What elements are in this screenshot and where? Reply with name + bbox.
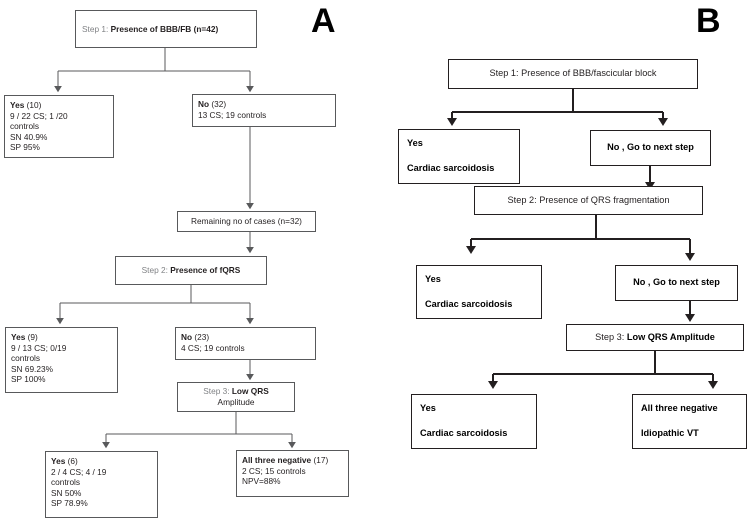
step-text: Presence of BBB/fascicular block [518,68,657,79]
step-label: Step 3: [595,331,625,342]
node-a-step3: Step 3: Low QRS Amplitude [177,382,295,412]
step-label: Step 2: [141,265,168,276]
node-line: 2 / 4 CS; 4 / 19 [51,466,107,477]
node-line-strong: Yes [10,100,25,110]
node-a-step3-text: Step 3: Low QRS [203,386,268,397]
node-line: Cardiac sarcoidosis [425,298,513,309]
node-line-strong: Yes [51,456,66,466]
node-a-step2: Step 2: Presence of fQRS [115,256,267,285]
node-line: Yes (10) [10,100,108,111]
step-label: Step 1: [489,68,519,79]
node-b-yes1: Yes Cardiac sarcoidosis [398,129,520,184]
node-line: SP 95% [10,142,40,153]
node-a-step1-text: Step 1: Presence of BBB/FB (n=42) [82,24,218,35]
node-b-all-negative: All three negative Idiopathic VT [632,394,747,449]
node-line: 2 CS; 15 controls [242,465,306,476]
node-a-no32: No (32) 13 CS; 19 controls [192,94,336,127]
node-line: 9 / 22 CS; 1 /20 [10,110,68,121]
node-line: No , Go to next step [607,142,694,153]
node-line: No (32) [198,99,330,110]
node-b-step2: Step 2: Presence of QRS fragmentation [474,186,703,215]
node-line-rest: (17) [311,455,329,465]
step-text: Low QRS Amplitude [624,331,715,342]
step-label: Step 1: [82,23,109,34]
node-line: SN 50% [51,487,82,498]
node-line-strong: All three negative [242,455,312,465]
node-line-strong: No [198,99,210,109]
node-a-yes10: Yes (10) 9 / 22 CS; 1 /20 controls SN 40… [4,95,114,158]
step-text: Presence of fQRS [167,265,241,276]
node-line-rest: (9) [25,332,38,342]
node-line-strong: Yes [11,332,26,342]
step-text: Presence of QRS fragmentation [536,194,670,205]
step-label: Step 2: [507,194,537,205]
node-line: Yes [425,273,441,284]
node-a-yes9: Yes (9) 9 / 13 CS; 0/19 controls SN 69.2… [5,327,118,393]
node-line: Remaining no of cases (n=32) [191,216,302,227]
node-line: NPV=88% [242,476,281,487]
node-b-step1: Step 1: Presence of BBB/fascicular block [448,59,698,89]
node-line: controls [11,353,41,364]
node-b-step3: Step 3: Low QRS Amplitude [566,324,744,351]
node-b-step2-text: Step 2: Presence of QRS fragmentation [508,195,670,207]
node-a-remaining: Remaining no of cases (n=32) [177,211,316,232]
node-a-step3-line2: Amplitude [217,397,255,407]
panel-letter-a: A [311,2,336,40]
node-a-no23: No (23) 4 CS; 19 controls [175,327,316,360]
node-line: Yes (9) [11,332,112,343]
step-label: Step 3: [203,386,230,397]
node-a-yes6: Yes (6) 2 / 4 CS; 4 / 19 controls SN 50%… [45,451,158,518]
node-a-all-negative: All three negative (17) 2 CS; 15 control… [236,450,349,497]
node-line: Yes [420,403,436,414]
node-line-rest: (32) [209,99,227,109]
node-line-rest: (10) [24,100,42,110]
node-b-yes3: Yes Cardiac sarcoidosis [411,394,537,449]
node-line: SN 40.9% [10,131,48,142]
node-line: 9 / 13 CS; 0/19 [11,342,67,353]
node-a-step1: Step 1: Presence of BBB/FB (n=42) [75,10,257,48]
node-line: controls [10,121,40,132]
node-line: 4 CS; 19 controls [181,342,245,353]
node-line: All three negative [641,403,718,414]
node-line: SP 78.9% [51,498,88,509]
node-line: No , Go to next step [633,277,720,288]
node-line: Cardiac sarcoidosis [407,163,495,173]
node-line: Yes (6) [51,456,152,467]
node-b-yes2: Yes Cardiac sarcoidosis [416,265,542,319]
node-line: All three negative (17) [242,455,343,466]
panel-letter-b: B [696,2,721,40]
node-a-step2-text: Step 2: Presence of fQRS [142,265,241,276]
node-line-strong: No [181,332,193,342]
step-text: Low QRS [229,386,269,397]
node-line-rest: (23) [192,332,210,342]
node-line: controls [51,477,81,488]
node-b-no2: No , Go to next step [615,265,738,301]
node-b-no1: No , Go to next step [590,130,711,166]
node-line: Yes [407,138,423,149]
step-text: Presence of BBB/FB (n=42) [108,23,219,34]
node-line: 13 CS; 19 controls [198,109,267,120]
node-line: Idiopathic VT [641,428,699,438]
node-line-rest: (6) [65,456,78,466]
node-b-step1-text: Step 1: Presence of BBB/fascicular block [489,68,656,80]
node-line: SP 100% [11,374,46,385]
node-b-step3-text: Step 3: Low QRS Amplitude [595,332,715,344]
node-line: No (23) [181,332,310,343]
node-line: SN 69.23% [11,363,53,374]
node-line: Cardiac sarcoidosis [420,428,508,438]
